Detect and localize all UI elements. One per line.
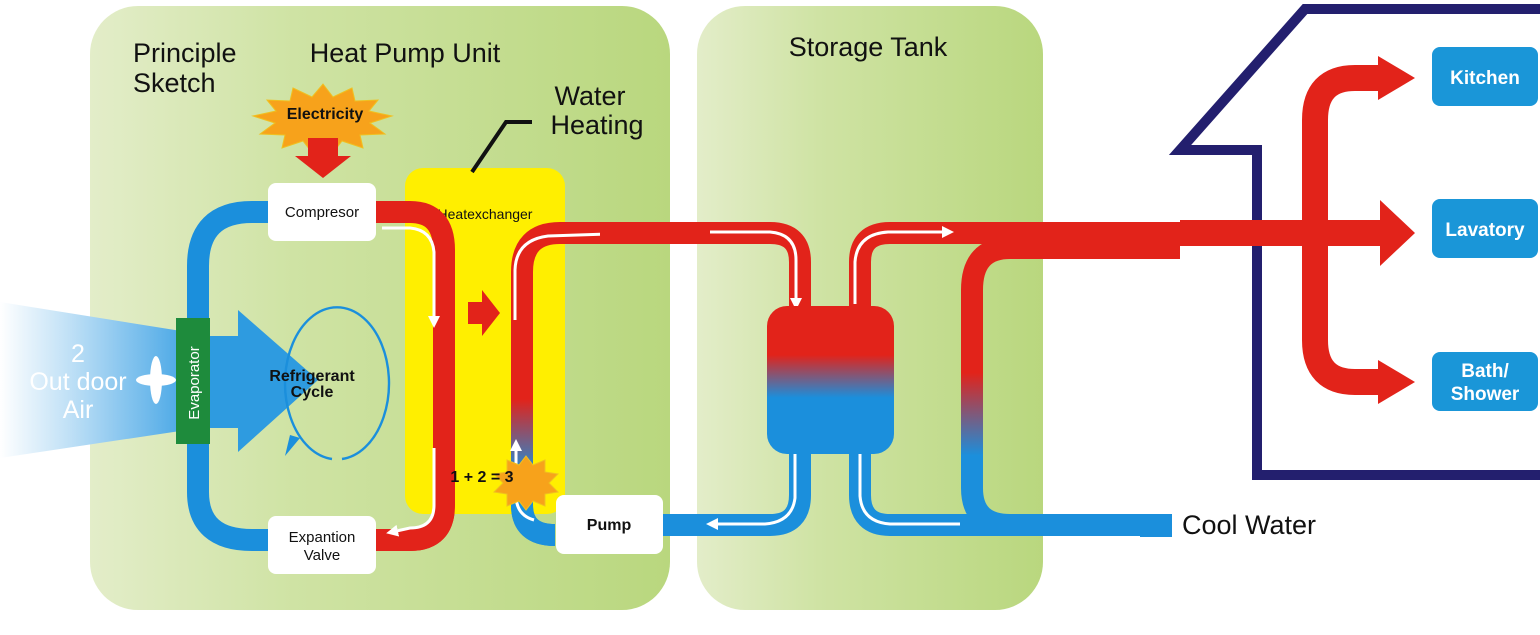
heat-transfer-arrow — [468, 290, 500, 336]
cool-water-inlet — [1140, 514, 1172, 537]
storage-tank-title: Storage Tank — [789, 32, 948, 62]
kitchen-pipe — [1302, 65, 1382, 233]
heat-pump-unit-title: Heat Pump Unit — [310, 38, 501, 68]
flow-arrow-icon — [853, 226, 954, 304]
outlet-label: Bath/ — [1461, 361, 1509, 382]
electricity-arrow — [295, 138, 351, 178]
expansion-valve-line2: Valve — [304, 547, 340, 564]
kitchen-arrow — [1378, 56, 1415, 100]
outdoor-air-beam — [0, 302, 200, 458]
electricity-label: Electricity — [287, 106, 364, 123]
evaporator — [176, 318, 210, 444]
flow-arrow-icon — [706, 440, 797, 530]
refrigerant-cycle-line1: Refrigerant — [269, 368, 355, 385]
refrigerant-cycle-line2: Cycle — [291, 384, 334, 401]
outlet-bath-shower: Bath/ Shower — [1432, 352, 1538, 411]
outdoor-air-line3: Air — [63, 396, 94, 424]
refrigerant-pipe-hx — [372, 201, 455, 551]
outdoor-air-line1: 2 — [71, 340, 85, 368]
outdoor-air-line2: Out door — [29, 368, 126, 396]
principle-sketch-line1: Principle — [133, 38, 237, 68]
outlet-label: Shower — [1451, 384, 1520, 405]
lavatory-arrow — [1180, 200, 1415, 266]
flow-arrow-icon — [382, 226, 440, 328]
storage-tank — [767, 306, 894, 454]
principle-sketch-line2: Sketch — [133, 68, 216, 98]
bath-arrow — [1378, 360, 1415, 404]
cool-water-label: Cool Water — [1182, 510, 1316, 540]
outlet-kitchen: Kitchen — [1432, 47, 1538, 106]
cycle-circle — [283, 306, 391, 461]
water-heating-line2: Heating — [550, 110, 643, 140]
evaporator-label: Evaporator — [186, 346, 203, 419]
house-outline — [1168, 4, 1540, 480]
pump-box: Pump — [556, 495, 663, 554]
water-heating-pointer — [470, 120, 532, 174]
bath-pipe — [1302, 233, 1382, 395]
water-heating-line1: Water — [554, 81, 625, 111]
cold-pipe-from-tank — [660, 420, 811, 536]
expansion-valve-line1: Expantion — [289, 529, 356, 546]
flow-arrow-icon — [513, 228, 614, 320]
outlet-lavatory: Lavatory — [1432, 199, 1538, 258]
cycle-arrow-icon — [285, 435, 300, 456]
air-arrow — [200, 310, 318, 452]
outlet-label: Lavatory — [1445, 220, 1525, 241]
flow-arrow-icon — [710, 230, 802, 310]
expansion-valve-box: Expantion Valve — [268, 516, 376, 574]
compressor-label: Compresor — [285, 204, 359, 221]
flow-arrow-icon — [386, 448, 436, 537]
outlet-label: Kitchen — [1450, 68, 1520, 89]
heatexchanger-label: Heatexchanger — [438, 206, 533, 222]
compressor-box: Compresor — [268, 183, 376, 241]
fan-icon — [136, 356, 176, 404]
flow-arrow-icon — [854, 426, 960, 526]
equation-label: 1 + 2 = 3 — [450, 469, 513, 486]
energy-burst-icon — [492, 455, 560, 511]
pump-label: Pump — [587, 517, 632, 534]
